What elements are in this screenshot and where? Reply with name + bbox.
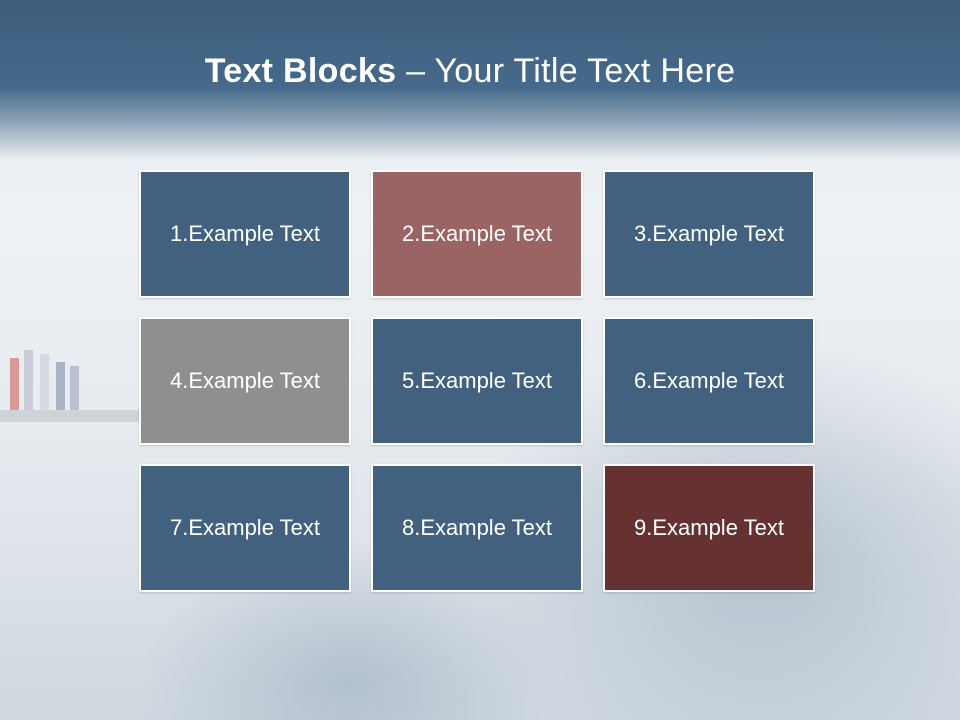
title-bold: Text Blocks	[204, 52, 397, 90]
text-block-label: 7.Example Text	[169, 515, 320, 540]
text-block-6: 6.Example Text	[603, 317, 815, 445]
text-block-2: 2.Example Text	[371, 170, 583, 298]
title-rest: Your Title Text Here	[434, 52, 736, 90]
text-block-label: 1.Example Text	[169, 221, 320, 246]
text-block-label: 6.Example Text	[633, 368, 784, 393]
text-block-label: 9.Example Text	[633, 515, 784, 540]
text-block-label: 4.Example Text	[169, 368, 320, 393]
title-separator: –	[396, 52, 435, 90]
text-block-label: 3.Example Text	[633, 221, 784, 246]
text-block-5: 5.Example Text	[371, 317, 583, 445]
book	[56, 362, 65, 410]
text-block-label: 5.Example Text	[401, 368, 552, 393]
book	[70, 366, 79, 410]
book	[40, 354, 49, 410]
slide-title: Text Blocks – Your Title Text Here	[0, 52, 960, 91]
text-block-4: 4.Example Text	[139, 317, 351, 445]
title-band	[0, 0, 960, 160]
text-block-7: 7.Example Text	[139, 464, 351, 592]
text-block-8: 8.Example Text	[371, 464, 583, 592]
text-block-9: 9.Example Text	[603, 464, 815, 592]
text-block-label: 2.Example Text	[401, 221, 552, 246]
text-block-1: 1.Example Text	[139, 170, 351, 298]
bookshelf	[0, 410, 140, 422]
text-block-3: 3.Example Text	[603, 170, 815, 298]
text-block-grid: 1.Example Text 2.Example Text 3.Example …	[139, 170, 815, 592]
text-block-label: 8.Example Text	[401, 515, 552, 540]
book	[10, 358, 19, 410]
book	[24, 350, 33, 410]
